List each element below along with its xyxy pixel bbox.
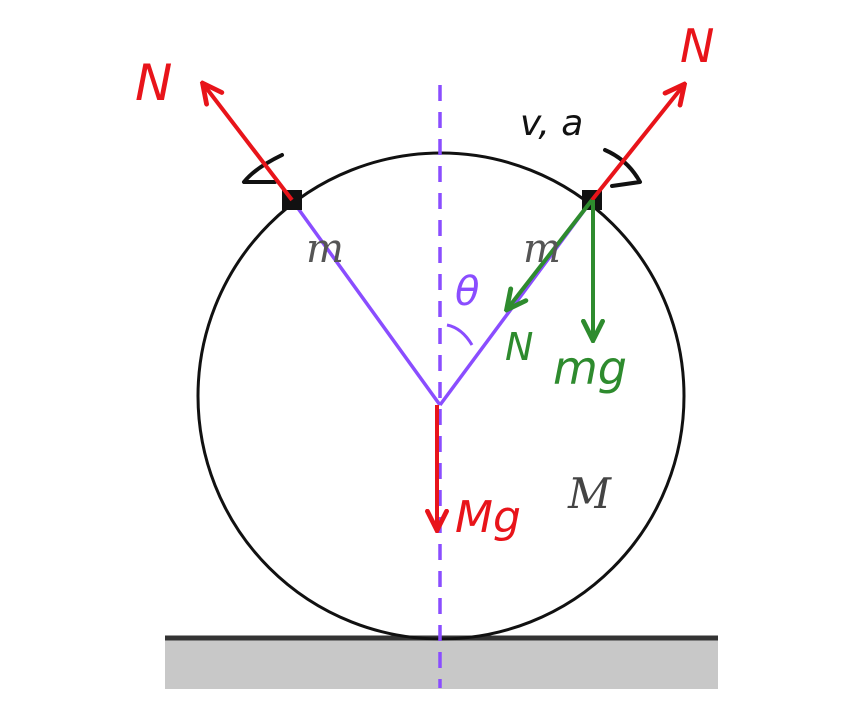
normal-on-ring-arrow: [508, 198, 594, 308]
normal-on-ring-label: N: [505, 325, 533, 369]
ring-mass-label: M: [567, 469, 612, 518]
normal-force-left-label: N: [135, 54, 172, 112]
angle-arc: [446, 323, 474, 346]
motion-arrow-left: [242, 153, 284, 184]
bead-weight-label: mg: [553, 341, 627, 395]
motion-arrow-right: [603, 148, 642, 188]
normal-force-right-arrow: [590, 86, 683, 202]
mass-left-label: m: [306, 226, 344, 272]
radius-line-left: [290, 198, 442, 407]
normal-force-right-label: N: [680, 19, 714, 73]
mass-right-label: m: [523, 226, 561, 272]
angle-label: θ: [455, 269, 479, 315]
ring-weight-label: Mg: [455, 492, 521, 543]
normal-force-left-arrow: [204, 85, 294, 202]
velocity-acceleration-label: v, a: [520, 103, 583, 144]
